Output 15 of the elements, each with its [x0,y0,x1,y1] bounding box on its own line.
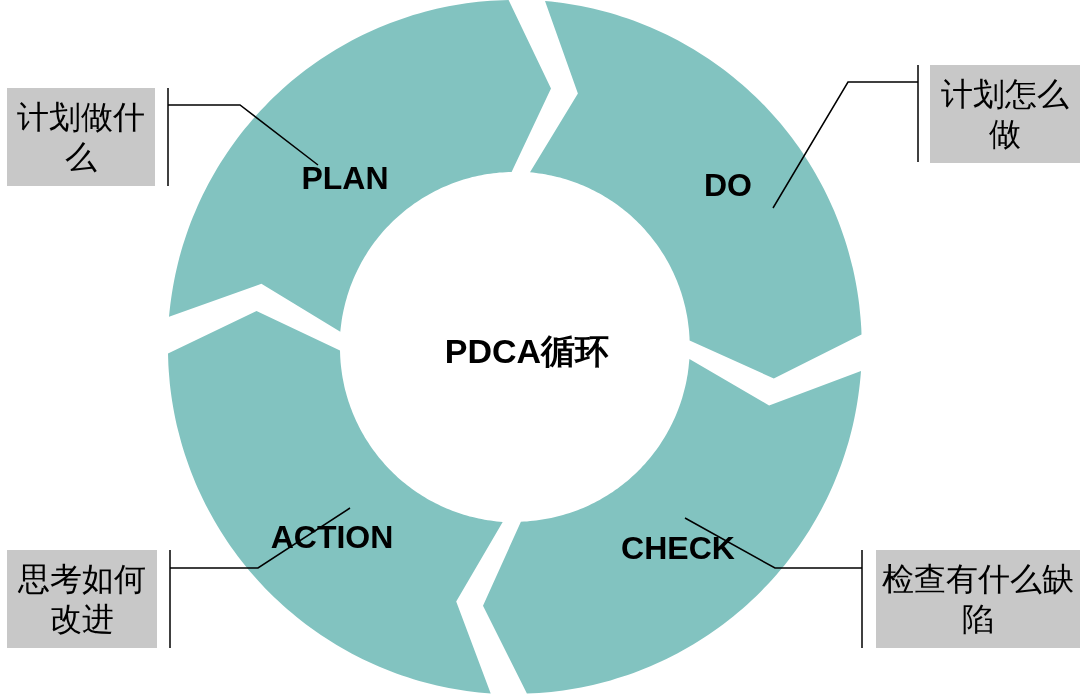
segment-label: DO [704,166,752,204]
callout-text: 计划怎么做 [940,74,1070,154]
callout-box [876,550,1080,648]
leader-line [167,104,319,166]
leader-line [772,81,919,209]
callout-box [7,550,157,648]
callout-text: 计划做什么 [16,97,146,177]
leader-line [684,517,863,569]
center-title: PDCA循环 [444,329,610,375]
segment-label: CHECK [621,529,735,567]
callout-text: 思考如何改进 [17,559,147,639]
callout-text: 检查有什么缺陷 [881,559,1075,639]
callout-box [7,88,155,186]
segment-label: PLAN [301,159,389,197]
callout-box [930,65,1080,163]
